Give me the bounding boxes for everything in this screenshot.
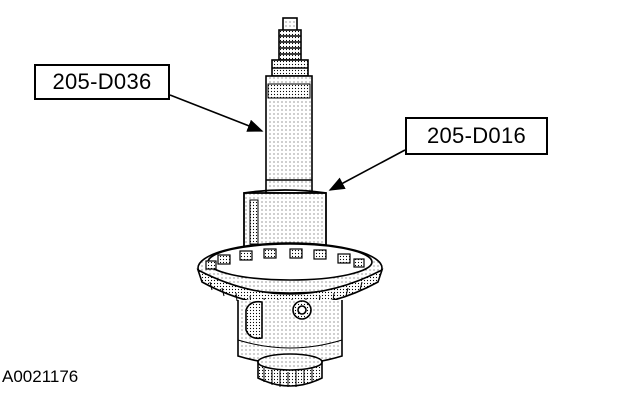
leader-line-205-d036 <box>169 94 264 132</box>
ring-gear <box>196 242 384 307</box>
differential-case <box>237 300 343 365</box>
callout-205-d036: 205-D036 <box>34 64 170 100</box>
bottom-bearing <box>257 353 323 387</box>
callout-205-d016: 205-D016 <box>405 117 548 155</box>
figure-id: A0021176 <box>2 367 79 386</box>
leader-line-205-d016 <box>328 149 406 191</box>
shaft-tool <box>265 17 313 194</box>
